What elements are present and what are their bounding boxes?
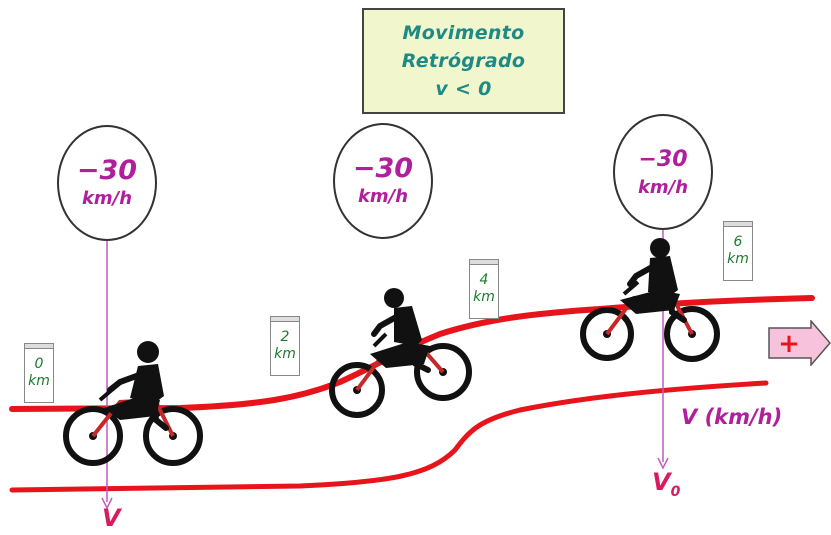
km-marker-6: 6 km (723, 221, 753, 281)
speed-unit: km/h (637, 177, 689, 198)
road-lower-edge (9, 380, 769, 493)
km-marker-unit: km (274, 346, 296, 362)
km-marker-0: 0 km (24, 343, 54, 403)
direction-sign: + (778, 329, 800, 359)
speed-bubble-3: −30 km/h (613, 114, 713, 230)
speed-bubble-1: −30 km/h (57, 125, 157, 241)
motorcycle-rider-icon (329, 288, 472, 418)
arrowhead-v-icon (101, 497, 113, 510)
v0-main: V (652, 468, 671, 496)
title-line-1: Movimento (402, 22, 525, 44)
arrowhead-v0-icon (657, 457, 669, 470)
axis-label: V (km/h) (681, 405, 783, 429)
km-marker-value: 6 (733, 234, 743, 250)
v0-subscript: 0 (670, 483, 681, 500)
speed-unit: km/h (81, 188, 133, 209)
speed-unit: km/h (357, 186, 409, 207)
plus-arrow-icon: + (768, 320, 831, 366)
km-marker-unit: km (727, 251, 749, 267)
km-marker-4: 4 km (469, 259, 499, 319)
km-marker-value: 4 (479, 272, 489, 288)
title-line-2: Retrógrado (401, 50, 526, 72)
km-marker-value: 2 (280, 329, 290, 345)
velocity-label-v0: V0 (652, 468, 680, 500)
motorcycle-rider-icon (580, 238, 720, 362)
speed-value: −30 (352, 153, 414, 184)
km-marker-value: 0 (34, 356, 44, 372)
velocity-label-v: V (102, 504, 121, 532)
speed-value: −30 (76, 155, 138, 186)
km-marker-2: 2 km (270, 316, 300, 376)
speed-bubble-2: −30 km/h (333, 123, 433, 239)
title-box: Movimento Retrógrado v < 0 (362, 8, 565, 114)
motorcycle-rider-icon (63, 341, 203, 466)
title-line-3: v < 0 (435, 78, 492, 100)
speed-value: −30 (638, 147, 688, 172)
km-marker-unit: km (28, 373, 50, 389)
km-marker-unit: km (473, 289, 495, 305)
